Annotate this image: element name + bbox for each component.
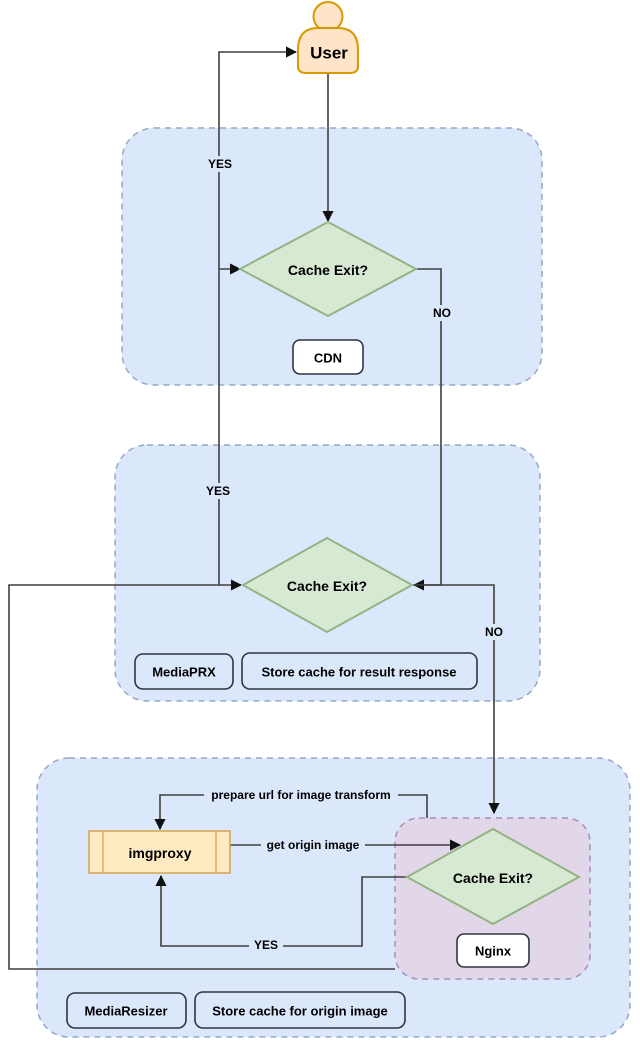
mediaprx-decision-diamond <box>240 536 415 634</box>
user-actor: User <box>297 1 359 74</box>
nginx-node-label: Nginx <box>475 944 512 959</box>
user-head <box>312 1 344 32</box>
svg-text:NO: NO <box>485 625 503 639</box>
edge-label-get-origin-image: get origin image <box>261 837 365 853</box>
store-origin-cache-node <box>194 991 406 1029</box>
cdn-decision-diamond <box>237 220 419 318</box>
edge-yes-to-user <box>218 46 298 585</box>
nginx-decision-label: Cache Exit? <box>453 870 533 886</box>
svg-text:YES: YES <box>208 157 232 171</box>
edge-label-no-mediaprx: NO <box>481 624 507 640</box>
imgproxy-node-label: imgproxy <box>128 845 191 861</box>
mediaprx-node-label: MediaPRX <box>152 665 216 680</box>
svg-text:get origin image: get origin image <box>267 838 360 852</box>
mediaprx-decision-label: Cache Exit? <box>287 578 367 594</box>
nginx-decision-diamond <box>404 827 582 926</box>
svg-text:YES: YES <box>206 484 230 498</box>
edge-label-yes-mediaprx: YES <box>201 483 235 499</box>
edge-label-prepare-url: prepare url for image transform <box>204 787 398 803</box>
mediaresizer-node-label: MediaResizer <box>84 1004 167 1019</box>
nginx-node <box>456 933 530 968</box>
svg-text:YES: YES <box>254 938 278 952</box>
imgproxy-node: imgproxy <box>88 830 231 874</box>
edge-label-yes-cdn: YES <box>203 156 237 172</box>
svg-text:NO: NO <box>433 306 451 320</box>
store-origin-cache-label: Store cache for origin image <box>212 1004 388 1019</box>
store-result-cache-node <box>241 652 478 690</box>
mediaresizer-node <box>66 992 187 1029</box>
edge-nginx-yes-to-imgproxy <box>155 874 407 947</box>
edge-mediaprx-no-to-nginx <box>413 584 500 815</box>
edge-nginx-to-mediaprx-decision <box>8 579 395 970</box>
edge-label-yes-nginx: YES <box>249 937 283 953</box>
edge-label-no-cdn: NO <box>429 305 455 321</box>
cdn-node-label: CDN <box>314 351 342 366</box>
store-result-cache-label: Store cache for result response <box>261 665 456 680</box>
user-label: User <box>310 44 348 63</box>
user-body <box>297 27 359 74</box>
svg-text:prepare url for image transfor: prepare url for image transform <box>211 788 390 802</box>
cdn-decision-label: Cache Exit? <box>288 262 368 278</box>
cdn-node <box>292 339 364 375</box>
mediaprx-node <box>134 653 234 690</box>
